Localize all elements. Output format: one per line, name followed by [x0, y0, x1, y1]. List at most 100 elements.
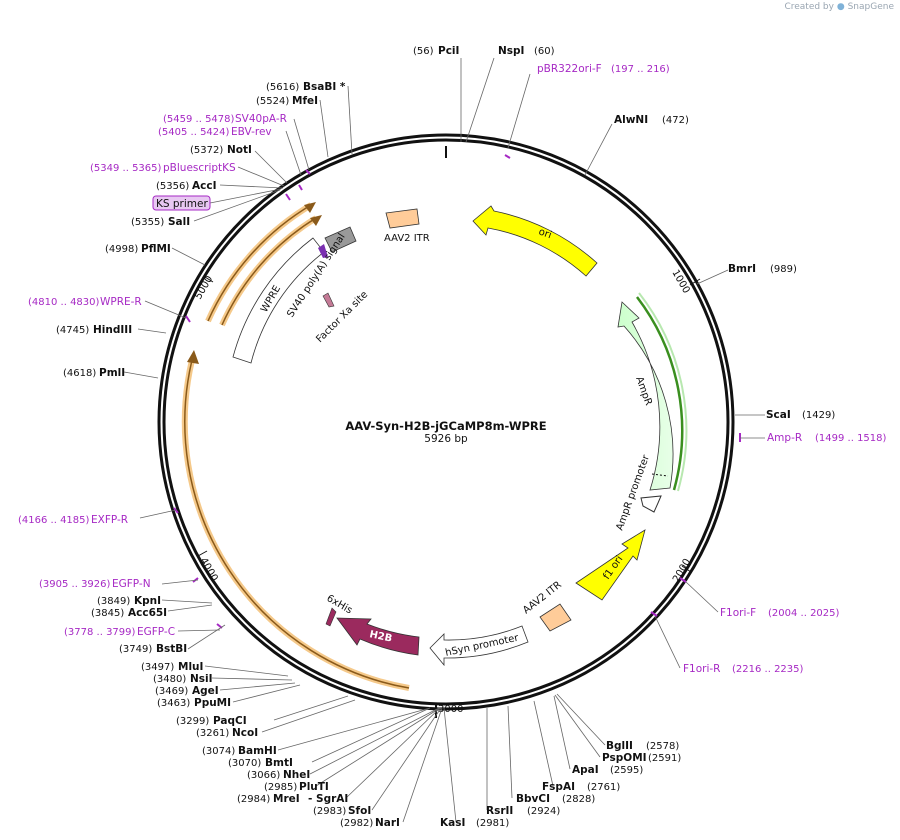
enzyme-kpni[interactable]: KpnI	[134, 595, 161, 607]
feature-h2b[interactable]: H2B	[336, 617, 420, 656]
primer-wpre-r[interactable]: WPRE-R	[100, 296, 142, 308]
ori-label: ori	[537, 226, 553, 241]
enzyme-kasi[interactable]: KasI	[440, 817, 465, 829]
enzyme-nsii[interactable]: NsiI	[190, 673, 213, 685]
enzyme-apai-pos: (2595)	[610, 765, 643, 776]
primer-amp-r[interactable]: Amp-R	[767, 432, 802, 444]
enzyme-bmri-pos: (989)	[770, 264, 797, 275]
credit-prefix: Created by	[784, 2, 834, 12]
enzyme-hindiii[interactable]: HindIII	[93, 324, 132, 336]
primer-pbr322ori-f[interactable]: pBR322ori-F	[537, 63, 602, 75]
ampr-label: AmpR	[633, 375, 654, 407]
primer-egfp-n[interactable]: EGFP-N	[112, 578, 151, 590]
enzyme-ncoi[interactable]: NcoI	[232, 727, 258, 739]
enzyme-agei-pos: (3469)	[155, 686, 188, 697]
enzyme-bsabi-pos: (5616)	[266, 82, 299, 93]
enzyme-fspai[interactable]: FspAI	[542, 781, 575, 793]
enzyme-bamhi-pos: (3074)	[202, 746, 235, 757]
wpre-strand-inner	[221, 217, 317, 326]
enzyme-sfoi-pos: (2983)	[313, 806, 346, 817]
wpre-arrowhead-inner	[310, 215, 322, 226]
gcamp-strand	[184, 359, 410, 689]
tick-3000: 3000	[438, 704, 463, 715]
enzyme-pspomi[interactable]: PspOMI	[602, 752, 647, 764]
enzyme-pluti-pos: (2985)	[264, 782, 297, 793]
enzyme-bmti[interactable]: BmtI	[265, 757, 293, 769]
enzyme-ppumi-pos: (3463)	[157, 698, 190, 709]
primer-ks-primer-badge[interactable]: KS primer	[152, 195, 211, 211]
enzyme-acci-pos: (5356)	[156, 181, 189, 192]
backbone-inner	[162, 138, 730, 706]
feature-ori[interactable]: ori	[472, 205, 598, 277]
enzyme-nspi-pos: (60)	[534, 46, 555, 57]
feature-ampr-promoter[interactable]: AmpR promoter	[614, 453, 662, 532]
enzyme-nari-pos: (2982)	[340, 818, 373, 829]
enzyme-noti-pos: (5372)	[190, 145, 223, 156]
enzyme-nspi[interactable]: NspI	[498, 45, 524, 57]
feature-aav2-itr-right[interactable]: AAV2 ITR	[521, 580, 572, 632]
feature-hsyn-promoter[interactable]: hSyn promoter	[429, 625, 529, 667]
enzyme-pmli-pos: (4618)	[63, 368, 96, 379]
enzyme-pluti[interactable]: PluTI	[299, 781, 329, 793]
enzyme-paqci-pos: (3299)	[176, 716, 209, 727]
snapgene-logo-icon: ●	[836, 2, 845, 12]
enzyme-paqci[interactable]: PaqCI	[213, 715, 247, 727]
enzyme-rsrii[interactable]: RsrII	[486, 805, 513, 817]
enzyme-pflmi-pos: (4998)	[105, 244, 138, 255]
sv40-box	[324, 226, 357, 253]
enzyme-sfoi[interactable]: SfoI	[348, 805, 371, 817]
wpre-arrowhead-outer	[304, 202, 316, 213]
primer-exfp-r[interactable]: EXFP-R	[91, 514, 128, 526]
enzyme-apai[interactable]: ApaI	[572, 764, 599, 776]
enzyme-acc65i[interactable]: Acc65I	[128, 607, 167, 619]
enzyme-pflmi[interactable]: PflMI	[141, 243, 171, 255]
enzyme-scai[interactable]: ScaI	[766, 409, 791, 421]
enzyme-sgrai[interactable]: - SgrAI	[308, 793, 348, 805]
feature-gcamp[interactable]	[181, 350, 410, 691]
enzyme-bbvci[interactable]: BbvCI	[516, 793, 550, 805]
ori-arrow	[472, 205, 598, 277]
enzyme-mlui[interactable]: MluI	[178, 661, 203, 673]
enzyme-alwni-pos: (472)	[662, 115, 689, 126]
enzyme-agei[interactable]: AgeI	[192, 685, 219, 697]
enzyme-pmli[interactable]: PmlI	[99, 367, 125, 379]
primer-egfp-n-pos: (3905 .. 3926)	[39, 579, 111, 590]
enzyme-fspai-pos: (2761)	[587, 782, 620, 793]
enzyme-nsii-pos: (3480)	[153, 674, 186, 685]
primer-f1ori-f-pos: (2004 .. 2025)	[768, 608, 840, 619]
enzyme-bstbi[interactable]: BstBI	[156, 643, 187, 655]
primer-egfp-c[interactable]: EGFP-C	[137, 626, 175, 638]
feature-wpre-strand[interactable]	[205, 202, 322, 327]
feature-f1-ori[interactable]: f1 ori	[575, 529, 646, 601]
enzyme-ppumi[interactable]: PpuMI	[194, 697, 231, 709]
enzyme-pcii[interactable]: PciI	[438, 45, 459, 57]
enzyme-bamhi[interactable]: BamHI	[238, 745, 277, 757]
enzyme-mfei[interactable]: MfeI	[292, 95, 318, 107]
enzyme-nari[interactable]: NarI	[375, 817, 400, 829]
primer-f1ori-f[interactable]: F1ori-F	[720, 607, 756, 619]
enzyme-mrei[interactable]: MreI	[273, 793, 300, 805]
enzyme-bsabi[interactable]: BsaBI *	[303, 81, 346, 93]
primer-sv40pa-r[interactable]: SV40pA-R	[235, 113, 287, 125]
enzyme-noti[interactable]: NotI	[227, 144, 252, 156]
enzyme-nhei-pos: (3066)	[247, 770, 280, 781]
primer-pbluescriptks[interactable]: pBluescriptKS	[163, 162, 236, 174]
enzyme-bglii[interactable]: BglII	[606, 740, 633, 752]
enzyme-rsrii-pos: (2924)	[527, 806, 560, 817]
feature-aav2-itr-left[interactable]: AAV2 ITR	[384, 208, 430, 244]
enzyme-alwni[interactable]: AlwNI	[614, 114, 648, 126]
enzyme-bmti-pos: (3070)	[228, 758, 261, 769]
primer-sv40pa-r-pos: (5459 .. 5478)	[163, 114, 235, 125]
enzyme-bglii-pos: (2578)	[646, 741, 679, 752]
gcamp-arrowhead	[187, 350, 199, 364]
enzyme-acci[interactable]: AccI	[192, 180, 216, 192]
primer-pbluescriptks-pos: (5349 .. 5365)	[90, 163, 162, 174]
primer-f1ori-r[interactable]: F1ori-R	[683, 663, 720, 675]
feature-factor-xa[interactable]: Factor Xa site	[314, 289, 370, 345]
primer-ebv-rev[interactable]: EBV-rev	[231, 126, 272, 138]
wpre-strand-outer	[207, 204, 312, 322]
enzyme-sali[interactable]: SalI	[168, 216, 190, 228]
enzyme-bmri[interactable]: BmrI	[728, 263, 756, 275]
plasmid-name: AAV-Syn-H2B-jGCaMP8m-WPRE	[345, 419, 546, 433]
enzyme-nhei[interactable]: NheI	[283, 769, 310, 781]
